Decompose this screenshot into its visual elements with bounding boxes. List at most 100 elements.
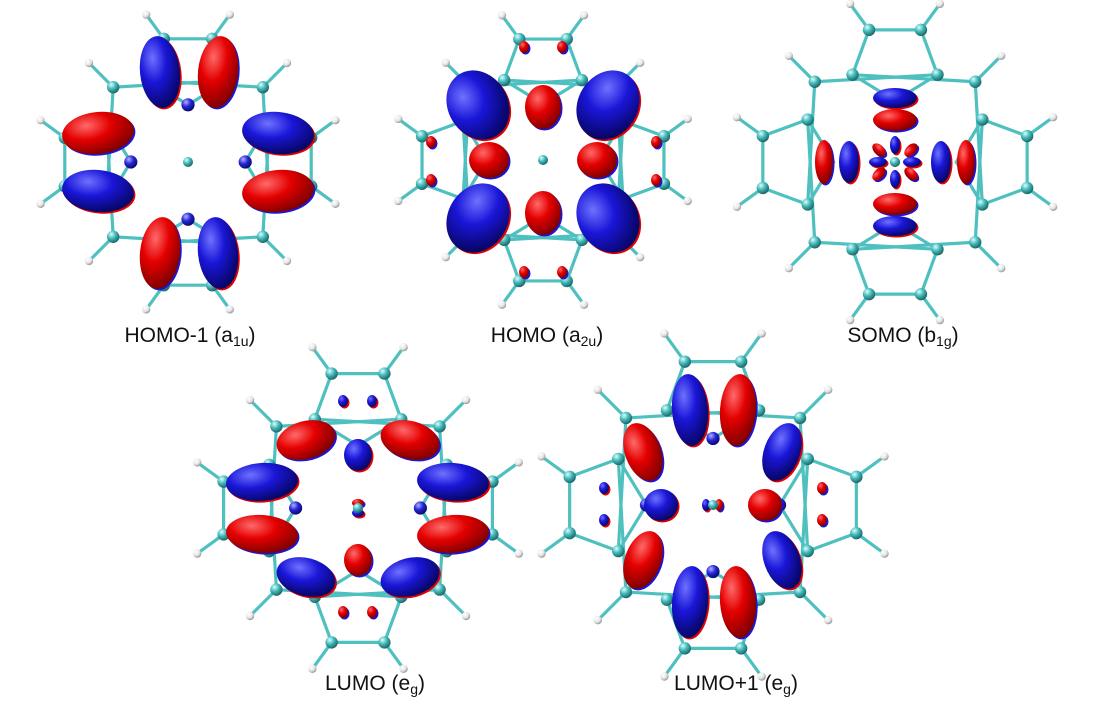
lobe-red [873,193,917,215]
lobe-blue [338,395,348,407]
hydrogen-atom [757,329,766,338]
carbon-atom [846,243,859,256]
bond [761,117,810,138]
bond [806,531,858,553]
carbon-atom [660,593,674,606]
bond [565,238,584,283]
carbon-atom [931,68,944,81]
lobe-red [557,41,567,53]
lobe-red [748,489,782,521]
hydrogen-atom [683,196,692,206]
bond [568,531,620,553]
caption-homo: HOMO (a2u) [490,324,604,349]
hydrogen-atom [461,395,471,405]
bond [565,37,584,82]
hydrogen-atom [660,672,669,681]
lobe-blue [839,141,859,183]
hydrogen-atom [394,196,403,206]
hydrogen-atom [579,300,589,309]
lobe-blue [671,566,709,638]
hydrogen-atom [225,10,234,19]
caption-homo-1: HOMO-1 (a1u) [124,324,256,349]
hydrogen-atom [461,611,471,621]
lobe-blue [344,439,372,471]
hydrogen-atom [394,114,403,124]
bond [761,186,810,207]
carbon-atom [678,642,692,655]
hydrogen-atom [579,11,589,20]
bond [502,238,521,283]
carbon-atom [378,367,391,380]
lobe-blue [576,183,640,253]
carbon-atom [756,129,770,143]
carbon-atom [734,355,748,368]
carbon-atom [619,585,633,599]
nitrogen-atom [413,501,427,515]
lobe-red [651,136,661,148]
bond [813,240,940,251]
lobe-red [417,514,489,554]
lobe-blue [446,70,510,140]
metal-atom [538,155,548,165]
hydrogen-atom [282,256,292,266]
nitrogen-atom [289,501,303,515]
hydrogen-atom [193,458,202,467]
hydrogen-atom [997,51,1006,60]
lobe-red [197,36,239,108]
bond [973,117,984,244]
hydrogen-atom [824,616,833,625]
bond [850,73,977,84]
carbon-atom [325,367,338,380]
carbon-atom [563,470,576,484]
hydrogen-atom [245,395,255,405]
carbon-atom [575,73,589,87]
carbon-atom [270,420,283,433]
lobe-red [519,266,529,278]
hydrogen-atom [142,305,151,314]
bond [980,186,1029,207]
lobe-red [380,420,440,460]
bond [798,388,830,420]
hydrogen-atom [399,343,408,352]
hydrogen-atom [84,256,94,266]
bond [850,28,871,77]
carbon-atom [850,470,863,484]
lobe-blue [890,170,900,188]
orbital-lumo-isosurface [193,343,523,673]
lobe-blue [890,136,900,154]
lobe-blue [671,374,709,446]
hydrogen-atom [683,114,692,124]
bond [313,595,334,645]
carbon-atom [969,75,982,88]
lobe-red [226,514,298,554]
bond [806,457,858,479]
hydrogen-atom [193,549,202,558]
lobe-blue [417,462,489,502]
hydrogen-atom [660,329,669,338]
lobe-red [904,143,918,157]
lobe-red [525,85,561,129]
lobe-red [469,142,509,178]
bond [919,247,940,296]
bond [382,595,403,645]
lobe-blue [903,157,921,167]
nitrogen-atom [181,212,195,226]
hydrogen-atom [282,58,292,68]
hydrogen-atom [84,58,94,68]
lobe-red [344,544,372,576]
lobe-blue [276,557,336,597]
hydrogen-atom [245,611,255,621]
bond [919,28,940,77]
lobe-blue [367,395,377,407]
lobe-red [139,217,181,289]
lobe-blue [197,217,239,289]
hydrogen-atom [142,10,151,19]
lobe-red [817,482,827,494]
lobe-red [815,140,833,184]
lobe-red [957,140,975,184]
hydrogen-atom [880,549,889,558]
hydrogen-atom [441,58,450,67]
hydrogen-atom [331,199,340,208]
lobe-red [62,111,134,155]
